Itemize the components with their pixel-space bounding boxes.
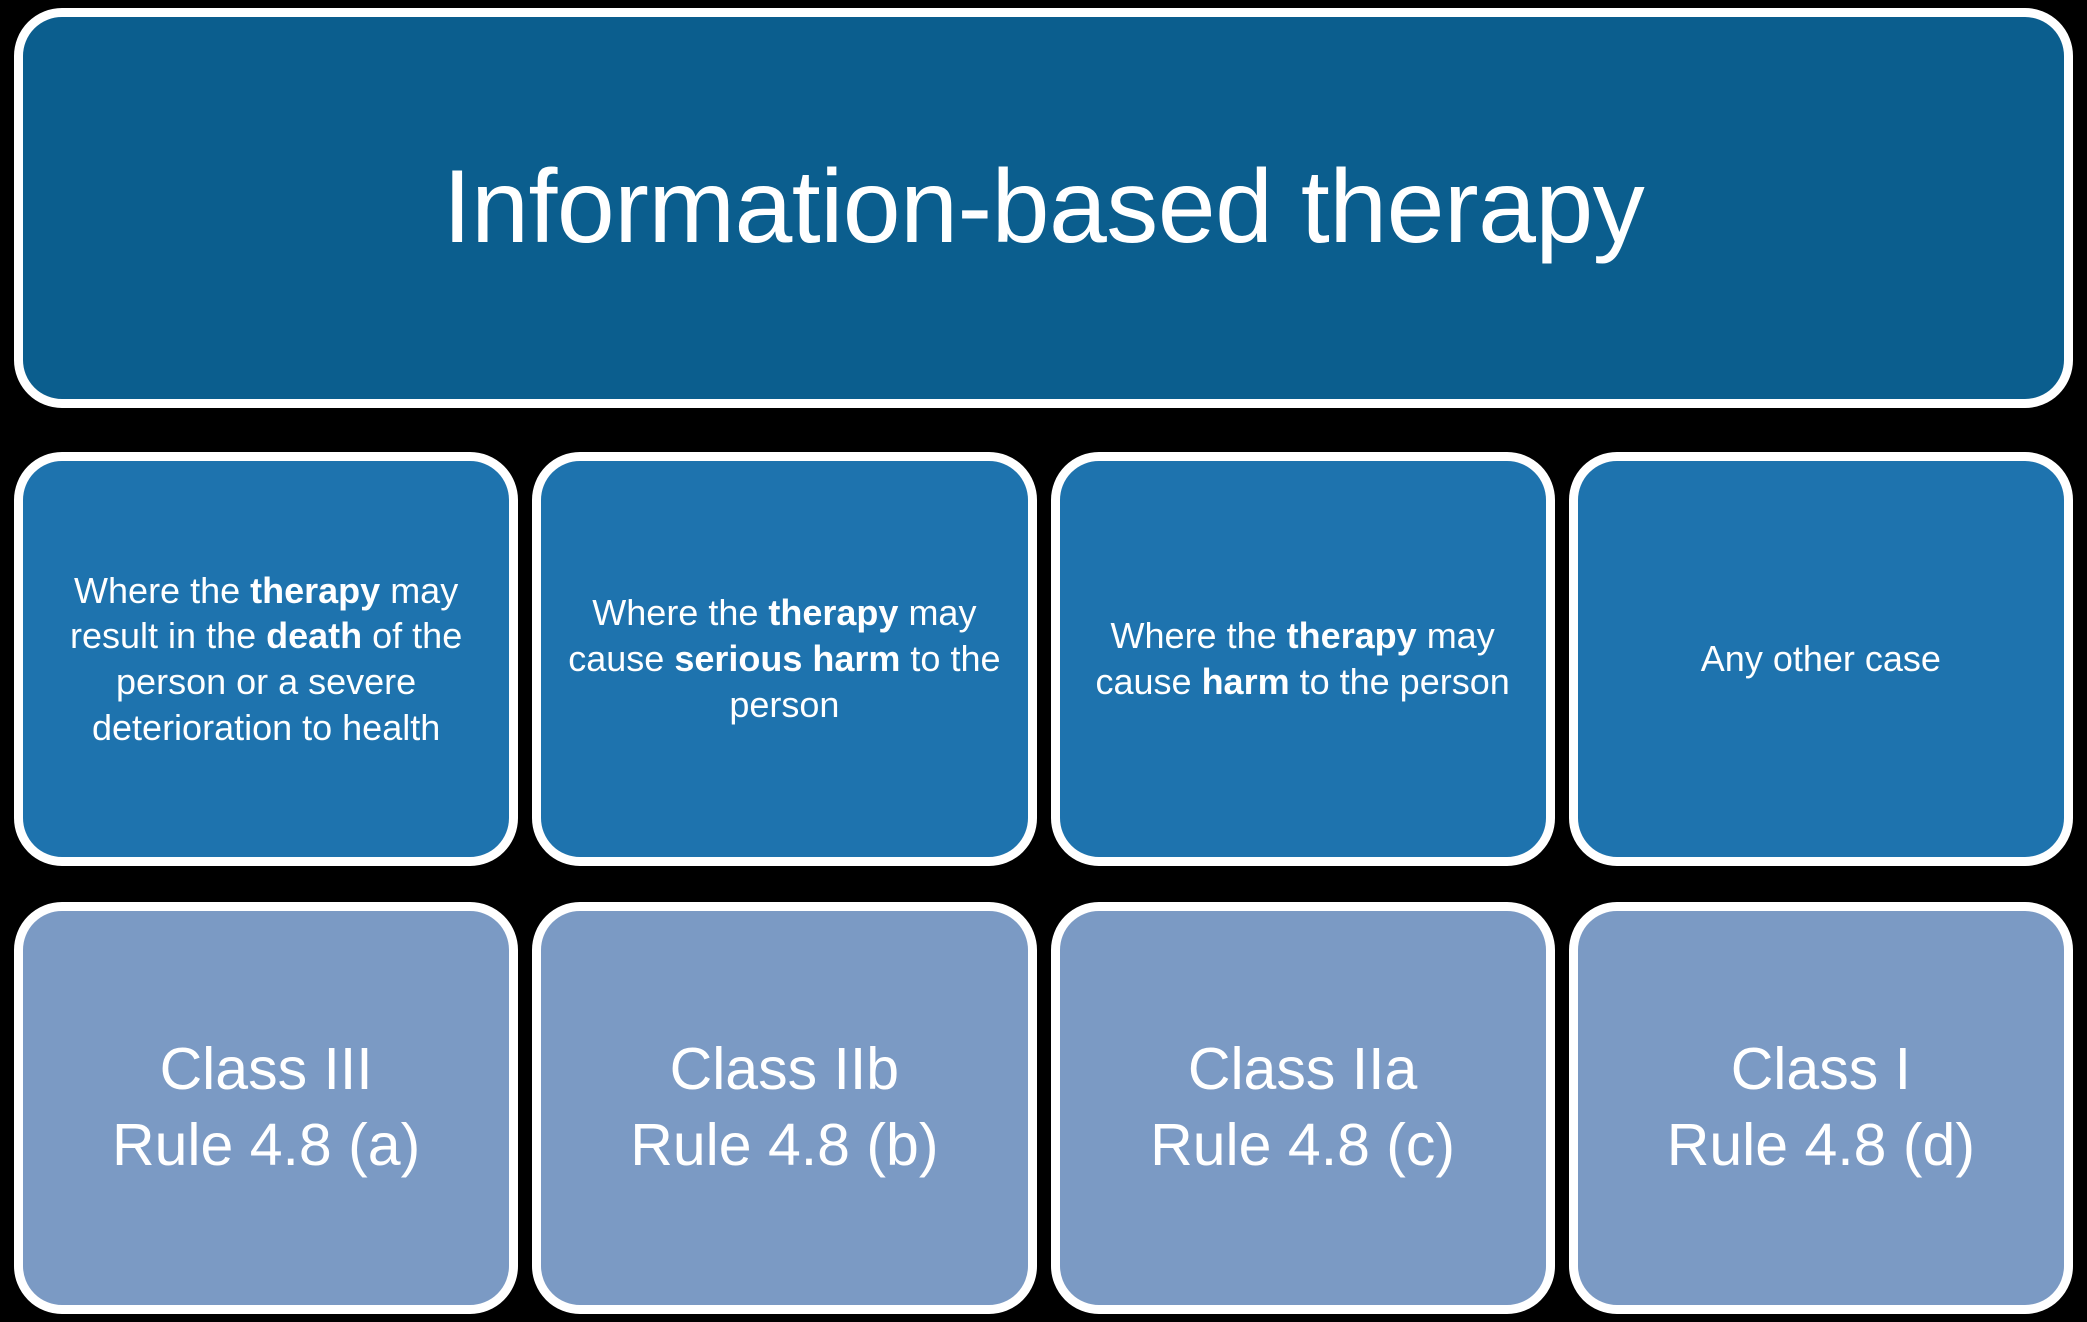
condition-text-harm: Where the therapy may cause harm to the … <box>1082 613 1524 704</box>
conditions-row: Where the therapy may result in the deat… <box>14 452 2073 866</box>
condition-segment-bold: harm <box>1201 661 1290 702</box>
condition-box-serious-harm[interactable]: Where the therapy may cause serious harm… <box>532 452 1037 866</box>
condition-segment: may cause <box>568 592 977 680</box>
condition-segment-bold: death <box>266 615 363 657</box>
classification-text-class-iii: Class III Rule 4.8 (a) <box>111 1036 421 1178</box>
header-banner: Information-based therapy <box>14 8 2073 408</box>
classifications-row: Class III Rule 4.8 (a) Class IIb Rule 4.… <box>14 902 2073 1314</box>
condition-segment-bold: therapy <box>768 592 899 634</box>
condition-text-death: Where the therapy may result in the deat… <box>45 568 487 751</box>
condition-box-harm[interactable]: Where the therapy may cause harm to the … <box>1050 452 1555 866</box>
condition-segment: to the person <box>729 638 1001 725</box>
classification-box-class-iia[interactable]: Class IIa Rule 4.8 (c) <box>1050 902 1555 1314</box>
condition-segment: of the person or a severe deterioration … <box>92 615 463 748</box>
condition-segment: may result in the <box>70 569 459 657</box>
condition-segment-bold: therapy <box>1286 615 1417 657</box>
condition-text-any-other: Any other case <box>1701 636 1941 682</box>
condition-box-death[interactable]: Where the therapy may result in the deat… <box>14 452 519 866</box>
classification-text-class-iib: Class IIb Rule 4.8 (b) <box>630 1036 939 1178</box>
classification-box-class-iib[interactable]: Class IIb Rule 4.8 (b) <box>532 902 1037 1314</box>
condition-segment: Where the <box>1110 615 1287 657</box>
page-title: Information-based therapy <box>442 149 1645 266</box>
condition-segment-bold: serious harm <box>674 638 901 680</box>
condition-segment: may cause <box>1095 615 1495 702</box>
classification-text-class-i: Class I Rule 4.8 (d) <box>1666 1036 1975 1178</box>
condition-text-serious-harm: Where the therapy may cause serious harm… <box>563 590 1005 727</box>
classification-box-class-iii[interactable]: Class III Rule 4.8 (a) <box>14 902 519 1314</box>
classification-box-class-i[interactable]: Class I Rule 4.8 (d) <box>1568 902 2073 1314</box>
classification-text-class-iia: Class IIa Rule 4.8 (c) <box>1150 1036 1456 1178</box>
condition-segment-bold: therapy <box>250 569 381 611</box>
condition-segment: to the person <box>1289 661 1510 702</box>
condition-box-any-other[interactable]: Any other case <box>1568 452 2073 866</box>
condition-segment: Any other case <box>1700 638 1941 680</box>
condition-segment: Where the <box>74 569 251 611</box>
condition-segment: Where the <box>592 592 769 634</box>
